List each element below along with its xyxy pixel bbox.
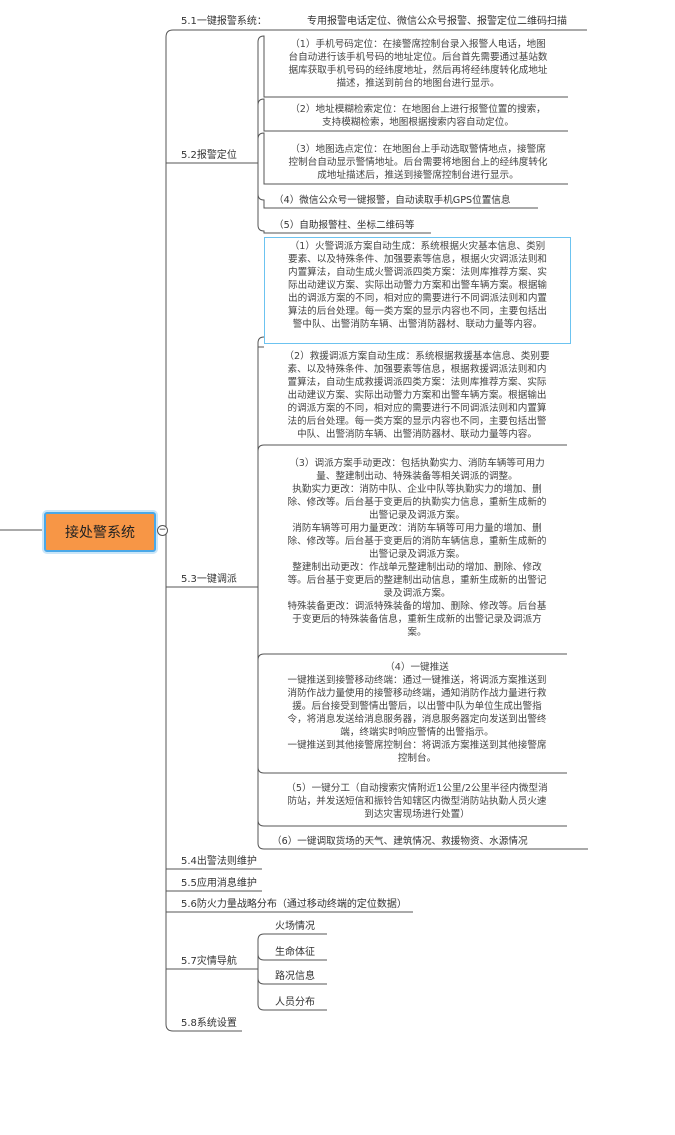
node-5-3-3-line: 整建制出动更改：作战单元整建制出动的增加、删除、修改: [292, 562, 542, 573]
node-5-3-2-line: （2）救援调派方案自动生成：系统根据救援基本信息、类别要: [284, 351, 550, 362]
node-5-3-4-line: 援。后台接受到警情出警后，以出警中队为单位生成出警指: [292, 701, 542, 712]
node-5-3-3-line: 于变更后的特殊装备信息，重新生成新的出警记录及调派方: [292, 614, 542, 625]
node-5-3-3-line: 特殊装备更改：调派特殊装备的增加、删除、修改等。后台基: [287, 601, 547, 612]
node-5-3-4-line: 一键推送到接警移动终端：通过一键推送，将调派方案推送到: [287, 675, 547, 686]
node-5-3-2-line: 法的后台处理。每一类方案的显示内容也不同，主要包括出警: [287, 416, 547, 427]
node-5-2-5[interactable]: （5）自助报警柱、坐标二维码等: [274, 220, 415, 231]
node-5-2-1-line: 据库获取手机号码的经纬度地址，然后再将经纬度转化成地址: [288, 65, 548, 76]
node-5-3-3-line: 消防车辆等可用力量更改：消防车辆等可用力量的增加、删: [292, 523, 542, 534]
node-5-3-1-line: 警中队、出警消防车辆、出警消防器材、联动力量等内容。: [292, 319, 543, 330]
node-5-2-2[interactable]: （2）地址模糊检索定位：在地图台上进行报警位置的搜索， 支持模糊检索，地图根据搜…: [270, 103, 566, 129]
node-5-3-3-line: 除、修改等。后台基于变更后的执勤实力信息，重新生成新的: [287, 497, 547, 508]
node-5-2-2-line: （2）地址模糊检索定位：在地图台上进行报警位置的搜索，: [290, 104, 546, 115]
branch-5-2-label[interactable]: 5.2报警定位: [181, 150, 237, 161]
node-5-3-2-line: 出动建议方案、实际出动警力方案和出警车辆方案。根据输出: [287, 390, 547, 401]
node-5-2-1-line: 描述，推送到前台的地图台进行显示。: [336, 78, 500, 89]
node-5-3-3-line: （3）调派方案手动更改：包括执勤实力、消防车辆等可用力: [289, 458, 545, 469]
branch-5-3-label[interactable]: 5.3一键调派: [181, 574, 237, 585]
node-5-3-5[interactable]: （5）一键分工（自动搜索灾情附近1公里/2公里半径内微型消 防站，并发送短信和振…: [268, 782, 566, 821]
node-5-3-5-line: 到达灾害现场进行处置）: [364, 809, 470, 820]
node-5-3-3-line: 出警记录及调派方案。: [369, 510, 465, 521]
node-5-3-2-line: 置算法，自动生成救援调派四类方案：法则库推荐方案、实际: [287, 377, 547, 388]
node-5-3-5-line: 防站，并发送短信和振铃告知辖区内微型消防站执勤人员火速: [287, 796, 547, 807]
node-5-3-3-line: 录及调派方案。: [383, 588, 451, 599]
node-5-7-vital-signs[interactable]: 生命体征: [275, 947, 315, 958]
node-5-2-4[interactable]: （4）微信公众号一键报警，自动读取手机GPS位置信息: [274, 195, 511, 206]
node-5-3-3-line: 执勤实力更改：消防中队、企业中队等执勤实力的增加、删: [292, 484, 542, 495]
node-5-3-1-line: 算法的后台处理。每一类方案的显示内容也不同，主要包括出: [287, 306, 548, 317]
root-label: 接处警系统: [65, 525, 135, 541]
node-5-2-3[interactable]: （3）地图选点定位：在地图台上手动选取警情地点，接警席 控制台自动显示警情地址。…: [270, 143, 566, 182]
node-5-3-1[interactable]: （1）火警调派方案自动生成：系统根据火灾基本信息、类别 要素、以及特殊条件、加强…: [264, 237, 571, 344]
collapse-toggle-icon[interactable]: −: [157, 525, 168, 536]
branch-5-1-note[interactable]: 专用报警电话定位、微信公众号报警、报警定位二维码扫描: [307, 16, 567, 27]
node-5-3-2-line: 素、以及特殊条件、加强要素等信息，根据救援调派法则和内: [287, 364, 547, 375]
node-5-3-3-line: 等。后台基于变更后的整建制出动信息，重新生成新的出警记: [287, 575, 547, 586]
node-5-7-fire-scene[interactable]: 火场情况: [275, 921, 315, 932]
node-5-3-3-line: 量、整建制出动、特殊装备等相关调派的调整。: [316, 471, 518, 482]
branch-5-6-label[interactable]: 5.6防火力量战略分布（通过移动终端的定位数据）: [181, 899, 407, 910]
node-5-3-1-line: 内置算法，自动生成火警调派四类方案：法则库推荐方案、实: [287, 267, 548, 278]
node-5-2-1-line: （1）手机号码定位：在接警席控制台录入报警人电话，地图: [290, 39, 546, 50]
node-5-3-4[interactable]: （4）一键推送 一键推送到接警移动终端：通过一键推送，将调派方案推送到 消防作战…: [268, 661, 566, 765]
branch-5-7-label[interactable]: 5.7灾情导航: [181, 956, 237, 967]
node-5-2-3-line: 控制台自动显示警情地址。后台需要将地图台上的经纬度转化: [288, 157, 548, 168]
node-5-2-3-line: （3）地图选点定位：在地图台上手动选取警情地点，接警席: [290, 144, 546, 155]
node-5-2-1[interactable]: （1）手机号码定位：在接警席控制台录入报警人电话，地图 台自动进行该手机号码的地…: [270, 38, 566, 90]
node-5-3-3-line: 出警记录及调派方案。: [369, 549, 465, 560]
branch-5-4-label[interactable]: 5.4出警法则维护: [181, 856, 257, 867]
node-5-3-3-line: 案。: [407, 627, 427, 638]
branch-5-1-label[interactable]: 5.1一键报警系统：: [181, 16, 267, 27]
node-5-3-6[interactable]: （6）一键调取货场的天气、建筑情况、救援物资、水源情况: [272, 836, 528, 847]
branch-5-8-label[interactable]: 5.8系统设置: [181, 1018, 237, 1029]
node-5-3-2-line: 中队、出警消防车辆、出警消防器材、联动力量等内容。: [297, 429, 537, 440]
node-5-3-4-line: 一键推送到其他接警席控制台：将调派方案推送到其他接警席: [287, 740, 547, 751]
node-5-3-4-line: 控制台。: [397, 753, 437, 764]
node-5-3-1-line: 际出动建议方案、实际出动警力方案和出警车辆方案。根据输: [287, 280, 548, 291]
node-5-3-3-line: 除、修改等。后台基于变更后的消防车辆信息，重新生成新的: [287, 536, 547, 547]
node-5-7-personnel[interactable]: 人员分布: [275, 997, 315, 1008]
node-5-3-5-line: （5）一键分工（自动搜索灾情附近1公里/2公里半径内微型消: [286, 783, 548, 794]
root-node[interactable]: 接处警系统: [44, 512, 156, 552]
node-5-3-4-line: 端，终端实时响应警情的出警指示。: [340, 727, 494, 738]
node-5-3-4-line: 令，将消息发送给消息服务器，消息服务器定向发送到出警终: [287, 714, 547, 725]
node-5-7-road-info[interactable]: 路况信息: [275, 971, 315, 982]
node-5-2-3-line: 成地址描述后，推送到接警席控制台进行显示。: [317, 170, 519, 181]
node-5-3-3[interactable]: （3）调派方案手动更改：包括执勤实力、消防车辆等可用力 量、整建制出动、特殊装备…: [268, 457, 566, 639]
branch-5-5-label[interactable]: 5.5应用消息维护: [181, 878, 257, 889]
node-5-3-1-line: （1）火警调派方案自动生成：系统根据火灾基本信息、类别: [289, 241, 546, 252]
node-5-3-4-line: 消防作战力量使用的接警移动终端，通知消防作战力量进行救: [287, 688, 547, 699]
node-5-3-4-line: （4）一键推送: [385, 662, 449, 673]
node-5-3-1-line: 要素、以及特殊条件、加强要素等信息，根据火灾调派法则和: [287, 254, 548, 265]
node-5-2-1-line: 台自动进行该手机号码的地址定位。后台首先需要通过基站数: [288, 52, 548, 63]
node-5-3-2[interactable]: （2）救援调派方案自动生成：系统根据救援基本信息、类别要 素、以及特殊条件、加强…: [268, 350, 566, 441]
node-5-3-2-line: 的调派方案的不同，相对应的需要进行不同调派法则和内置算: [287, 403, 547, 414]
node-5-3-1-line: 出的调派方案的不同，相对应的需要进行不同调派法则和内置: [287, 293, 548, 304]
node-5-2-2-line: 支持模糊检索，地图根据搜索内容自动定位。: [322, 117, 514, 128]
